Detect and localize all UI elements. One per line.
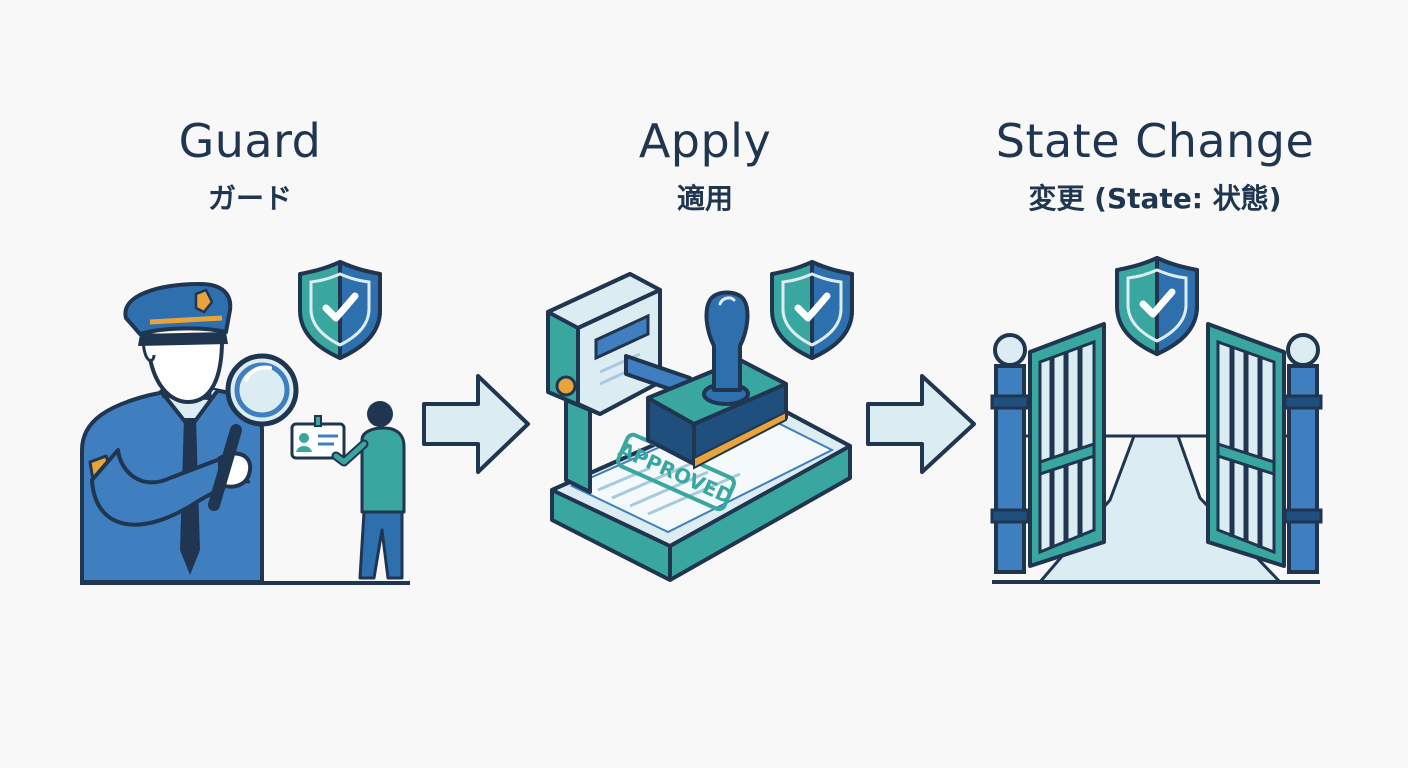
shield-check-icon [772, 262, 852, 358]
open-gate-icon [990, 322, 1323, 584]
arrow-right-icon [866, 374, 976, 474]
approved-document-icon: APPROVED [550, 396, 852, 582]
shield-check-icon [300, 262, 380, 358]
person-icon [331, 401, 406, 580]
magnifier-icon [208, 353, 299, 511]
step-guard-subtitle: ガード [207, 182, 292, 215]
step-apply-title: Apply [638, 114, 772, 168]
step-apply-subtitle: 適用 [676, 182, 733, 215]
step-guard-title: Guard [178, 114, 322, 168]
stamp-machine-icon [546, 272, 788, 494]
step-state-change-subtitle: 変更 (State: 状態) [1028, 182, 1282, 215]
shield-check-icon [1117, 258, 1197, 354]
step-state-change-title: State Change [995, 114, 1315, 168]
arrow-right-icon [422, 374, 530, 474]
police-guard-icon [80, 282, 264, 584]
id-card-icon [290, 415, 346, 460]
